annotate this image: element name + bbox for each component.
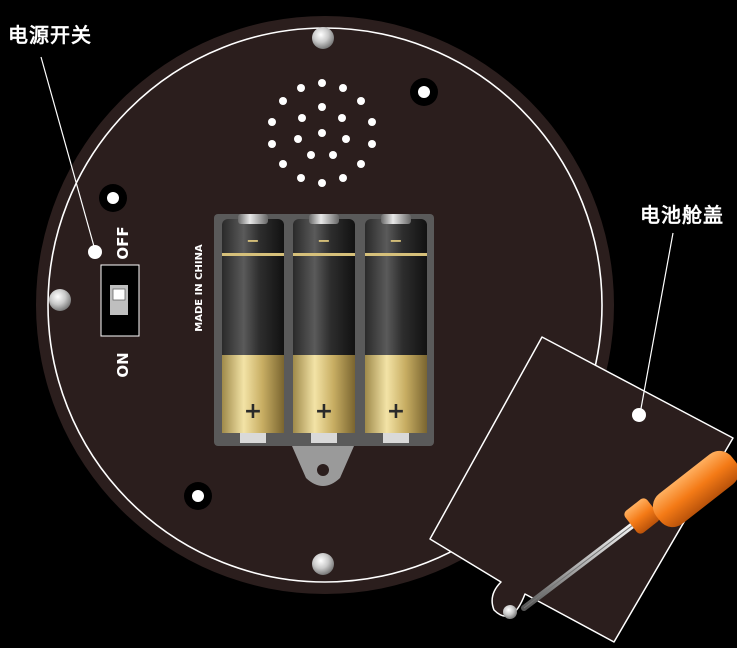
switch-off-label: OFF — [114, 226, 132, 259]
switch-on-label: ON — [114, 352, 132, 377]
screw-icon — [312, 553, 334, 575]
battery-positive-label: + — [315, 399, 333, 424]
battery-cover-marker — [632, 408, 646, 422]
mount-hole-icon — [184, 482, 212, 510]
battery-icon: − + — [293, 214, 355, 443]
slide-switch-icon[interactable] — [100, 264, 140, 337]
battery-icon: − + — [222, 214, 284, 443]
battery-cover-callout: 电池舱盖 — [640, 203, 724, 227]
screwdriver-icon — [521, 450, 737, 611]
speaker-grille-icon — [268, 79, 376, 187]
battery-cover-leader-line — [639, 232, 674, 415]
power-switch-leader-line — [40, 56, 96, 251]
battery-positive-label: + — [387, 399, 405, 424]
made-in-label: MADE IN CHINA — [194, 244, 205, 332]
screw-icon — [503, 605, 517, 619]
battery-negative-label: − — [246, 231, 259, 250]
power-switch-marker — [88, 245, 102, 259]
battery-negative-label: − — [317, 231, 330, 250]
power-switch-callout: 电源开关 — [8, 23, 92, 47]
screw-icon — [49, 289, 71, 311]
screw-icon — [312, 27, 334, 49]
battery-negative-label: − — [389, 231, 402, 250]
battery-cover[interactable] — [429, 336, 734, 643]
mount-hole-icon — [99, 184, 127, 212]
battery-positive-label: + — [244, 399, 262, 424]
battery-icon: − + — [365, 214, 427, 443]
mount-hole-icon — [410, 78, 438, 106]
